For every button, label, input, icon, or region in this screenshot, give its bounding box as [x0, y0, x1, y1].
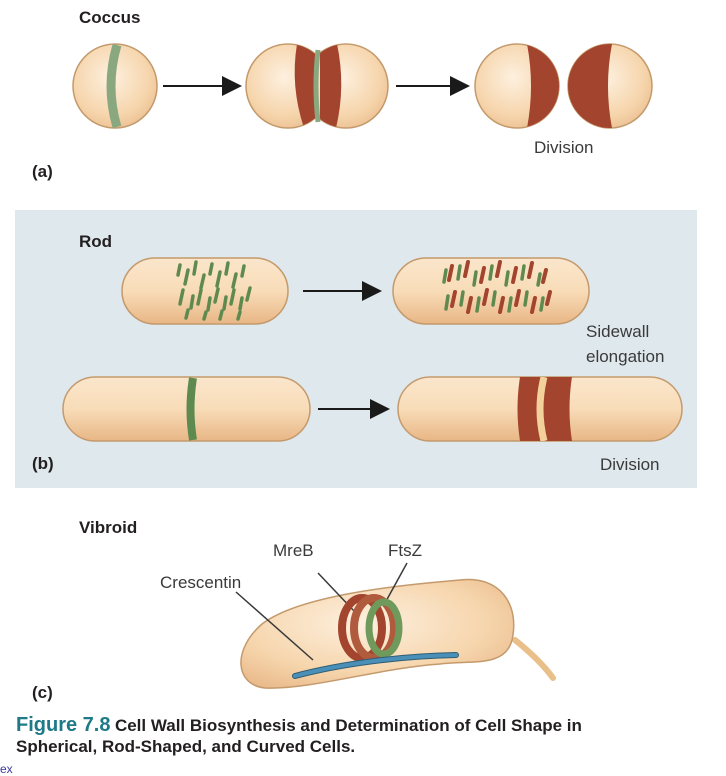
leader-crescentin [235, 591, 314, 661]
mreb-filaments [176, 260, 252, 321]
vibroid-body [240, 578, 515, 689]
septal-new-wall [517, 377, 572, 441]
coccus-daughter-left [474, 43, 560, 129]
ftsz-label: FtsZ [388, 541, 422, 560]
leader-ftsz [384, 562, 408, 604]
coccus-title: Coccus [79, 8, 141, 27]
coccus-cell-1 [72, 43, 158, 129]
caption-line2: Spherical, Rod-Shaped, and Curved Cells. [16, 737, 356, 756]
panel-b-letter: (b) [32, 454, 54, 473]
new-wall-right [320, 44, 342, 128]
flagellum [512, 637, 556, 681]
rod-cell-mreb [121, 257, 289, 325]
panel-c-letter: (c) [32, 683, 53, 702]
rod-title: Rod [79, 232, 113, 251]
rod-cell-ftsz [62, 376, 311, 442]
crescentin-filament [293, 653, 458, 678]
coccus-cell-dividing [245, 43, 389, 129]
figure-caption: Figure 7.8 Cell Wall Biosynthesis and De… [16, 714, 716, 757]
new-wall-insertions [447, 260, 552, 314]
ftsz-ring-rod [186, 377, 197, 441]
vibroid-cell [235, 562, 556, 689]
rod-cell-dividing [397, 376, 683, 442]
sidewall-label-line1: Sidewall [586, 322, 650, 341]
ftsz-ring [106, 44, 122, 128]
ftsz-ring-vibroid [365, 598, 403, 658]
crescentin-label: Crescentin [160, 573, 242, 592]
vibroid-title: Vibroid [79, 518, 138, 537]
stray-text: ex [0, 762, 13, 776]
mreb-label: MreB [273, 541, 314, 560]
new-wall-left [294, 44, 317, 128]
mreb-ring-1 [338, 594, 386, 662]
rod-division-label: Division [600, 455, 660, 474]
mreb-filaments-2 [442, 264, 545, 313]
figure-number: Figure 7.8 [16, 714, 111, 736]
caption-line1: Cell Wall Biosynthesis and Determination… [114, 716, 582, 735]
coccus-division-label: Division [534, 138, 594, 157]
septum-divider [536, 377, 548, 441]
coccus-daughter-right [567, 43, 653, 129]
septum-ring [313, 49, 321, 123]
sidewall-label-line2: elongation [586, 347, 665, 366]
rod-cell-elongating [392, 257, 590, 325]
panel-a-letter: (a) [32, 162, 53, 181]
mreb-ring-2 [350, 594, 398, 662]
